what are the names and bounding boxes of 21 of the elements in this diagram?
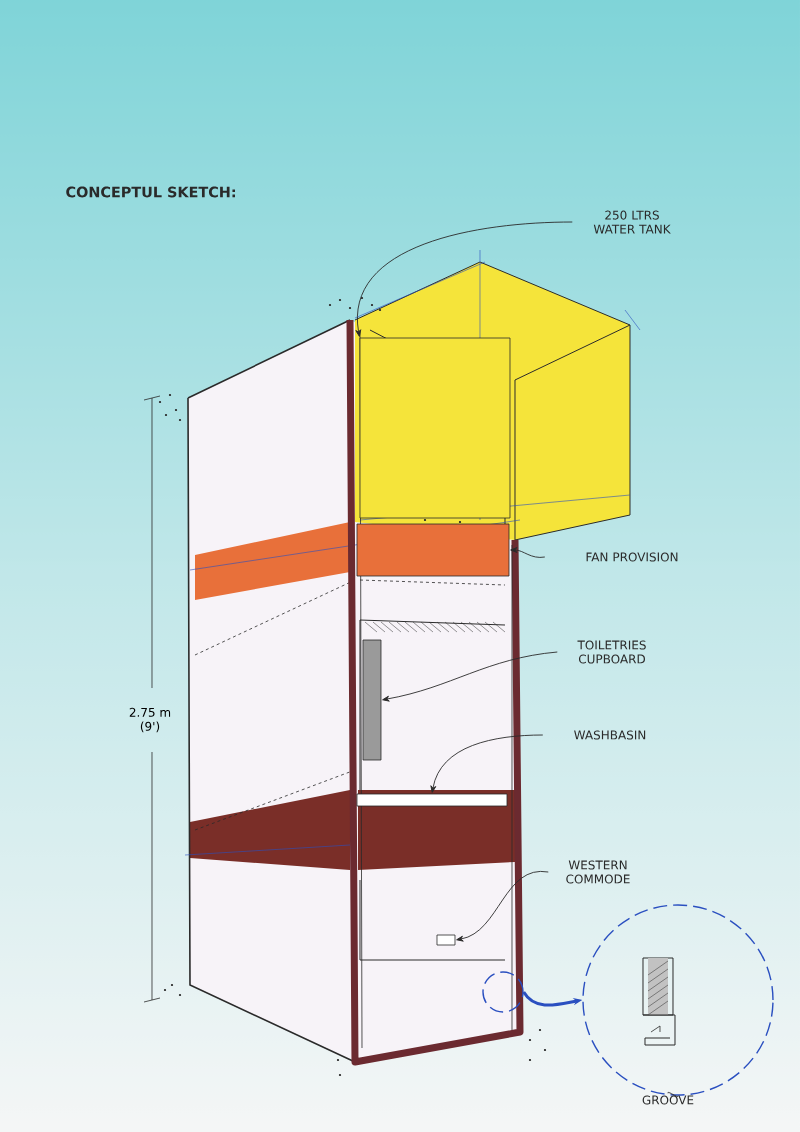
fan-band bbox=[356, 523, 510, 577]
commode-mark bbox=[436, 934, 456, 946]
callout-text: WASHBASIN bbox=[574, 730, 646, 740]
cupboard-side bbox=[362, 639, 382, 761]
callout-text: GROOVE bbox=[642, 1095, 694, 1105]
dimension-label: 2.75 m (9') bbox=[129, 707, 171, 733]
arrow bbox=[430, 734, 544, 793]
arrow bbox=[382, 651, 558, 702]
water-tank bbox=[359, 337, 511, 519]
highlight-circle bbox=[482, 971, 524, 1013]
arrow bbox=[355, 221, 573, 337]
callout-text: WESTERN COMMODE bbox=[566, 860, 630, 884]
callout-text: 250 LTRS WATER TANK bbox=[593, 210, 671, 234]
arrow bbox=[510, 547, 546, 558]
callout-text: FAN PROVISION bbox=[586, 552, 678, 562]
leader-line bbox=[667, 1091, 679, 1097]
title: CONCEPTUL SKETCH: bbox=[66, 186, 235, 198]
detail-circle bbox=[582, 904, 774, 1096]
callout-text: TOILETRIES CUPBOARD bbox=[577, 640, 646, 664]
arrow bbox=[456, 871, 549, 942]
washbasin-counter bbox=[356, 793, 508, 807]
